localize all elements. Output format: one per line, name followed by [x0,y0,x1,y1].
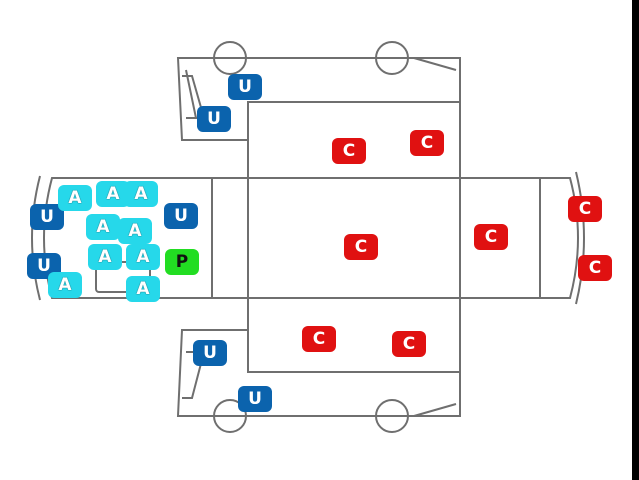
c-marker[interactable]: C [568,196,602,222]
c-marker[interactable]: C [578,255,612,281]
c-marker[interactable]: C [410,130,444,156]
a-marker[interactable]: A [126,276,160,302]
a-marker[interactable]: A [58,185,92,211]
right-edge-bar [632,0,639,480]
a-marker[interactable]: A [88,244,122,270]
u-marker[interactable]: U [228,74,262,100]
a-marker[interactable]: A [86,214,120,240]
c-marker[interactable]: C [344,234,378,260]
u-marker[interactable]: U [197,106,231,132]
c-marker[interactable]: C [332,138,366,164]
u-marker[interactable]: U [193,340,227,366]
u-marker[interactable]: U [238,386,272,412]
a-marker[interactable]: A [48,272,82,298]
a-marker[interactable]: A [118,218,152,244]
p-marker[interactable]: P [165,249,199,275]
c-marker[interactable]: C [474,224,508,250]
a-marker[interactable]: A [124,181,158,207]
u-marker[interactable]: U [164,203,198,229]
c-marker[interactable]: C [392,331,426,357]
a-marker[interactable]: A [126,244,160,270]
c-marker[interactable]: C [302,326,336,352]
